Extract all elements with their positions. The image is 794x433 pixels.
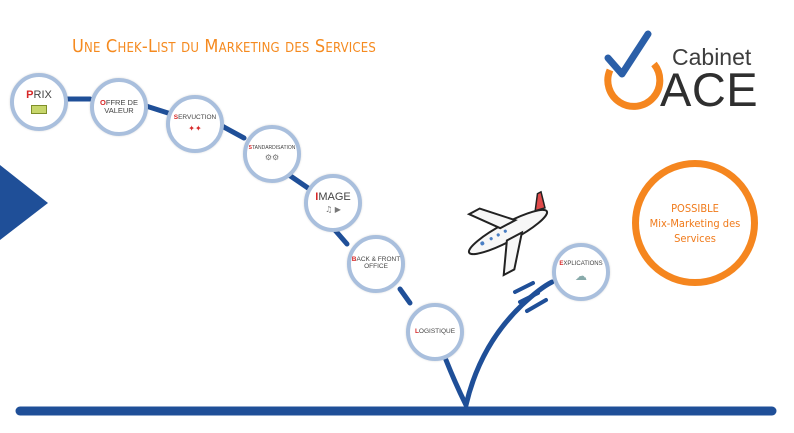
brand-cabinet: Cabinet	[672, 44, 752, 70]
node-offre-de-valeur[interactable]: OFFRE DE VALEUR	[90, 78, 148, 136]
node-label: OFFRE DE VALEUR	[100, 98, 138, 115]
node-prix[interactable]: PRIX	[10, 73, 68, 131]
node-back-front-office[interactable]: BACK & FRONT OFFICE	[347, 235, 405, 293]
airplane-icon	[466, 190, 549, 277]
possible-line2: Mix-Marketing des	[649, 216, 741, 230]
check-swoosh	[443, 279, 555, 413]
node-standardisation[interactable]: STANDARDISATION ⚙⚙	[243, 125, 301, 183]
node-label: LOGISTIQUE	[414, 327, 456, 335]
node-label: STANDARDISATION	[248, 144, 296, 151]
node-logistique[interactable]: LOGISTIQUE	[406, 303, 464, 361]
node-label: SERVUCTION	[173, 114, 217, 122]
node-label: IMAGE	[315, 190, 351, 203]
ace-logo	[604, 30, 664, 110]
cloud-icon: ☁	[575, 269, 587, 284]
people-icon: ✦✦	[188, 123, 202, 133]
page-title: Une Chek-List du Marketing des Services	[72, 36, 377, 57]
node-label: EXPLICATIONS	[559, 260, 603, 267]
node-servuction[interactable]: SERVUCTION ✦✦	[166, 95, 224, 153]
node-explications[interactable]: EXPLICATIONS ☁	[552, 243, 610, 301]
connector	[397, 286, 413, 306]
connector	[143, 103, 171, 116]
node-label: BACK & FRONT OFFICE	[351, 256, 401, 270]
gears-icon: ⚙⚙	[264, 153, 280, 163]
connector	[286, 172, 311, 191]
possible-mix-circle[interactable]: POSSIBLE Mix-Marketing des Services	[632, 160, 758, 286]
node-image[interactable]: IMAGE ♫ ▶	[304, 174, 362, 232]
checkmark-icon	[604, 30, 652, 78]
possible-line1: POSSIBLE	[671, 201, 719, 215]
brand-ace: ACE	[660, 63, 759, 116]
play-arrow-icon[interactable]	[0, 165, 48, 240]
logo-ring	[604, 61, 664, 110]
motion-lines	[513, 281, 548, 313]
node-label: PRIX	[26, 88, 52, 101]
connector	[219, 123, 247, 141]
media-icon: ♫ ▶	[325, 205, 341, 215]
money-icon	[31, 105, 47, 115]
possible-line3: Services	[674, 231, 716, 245]
